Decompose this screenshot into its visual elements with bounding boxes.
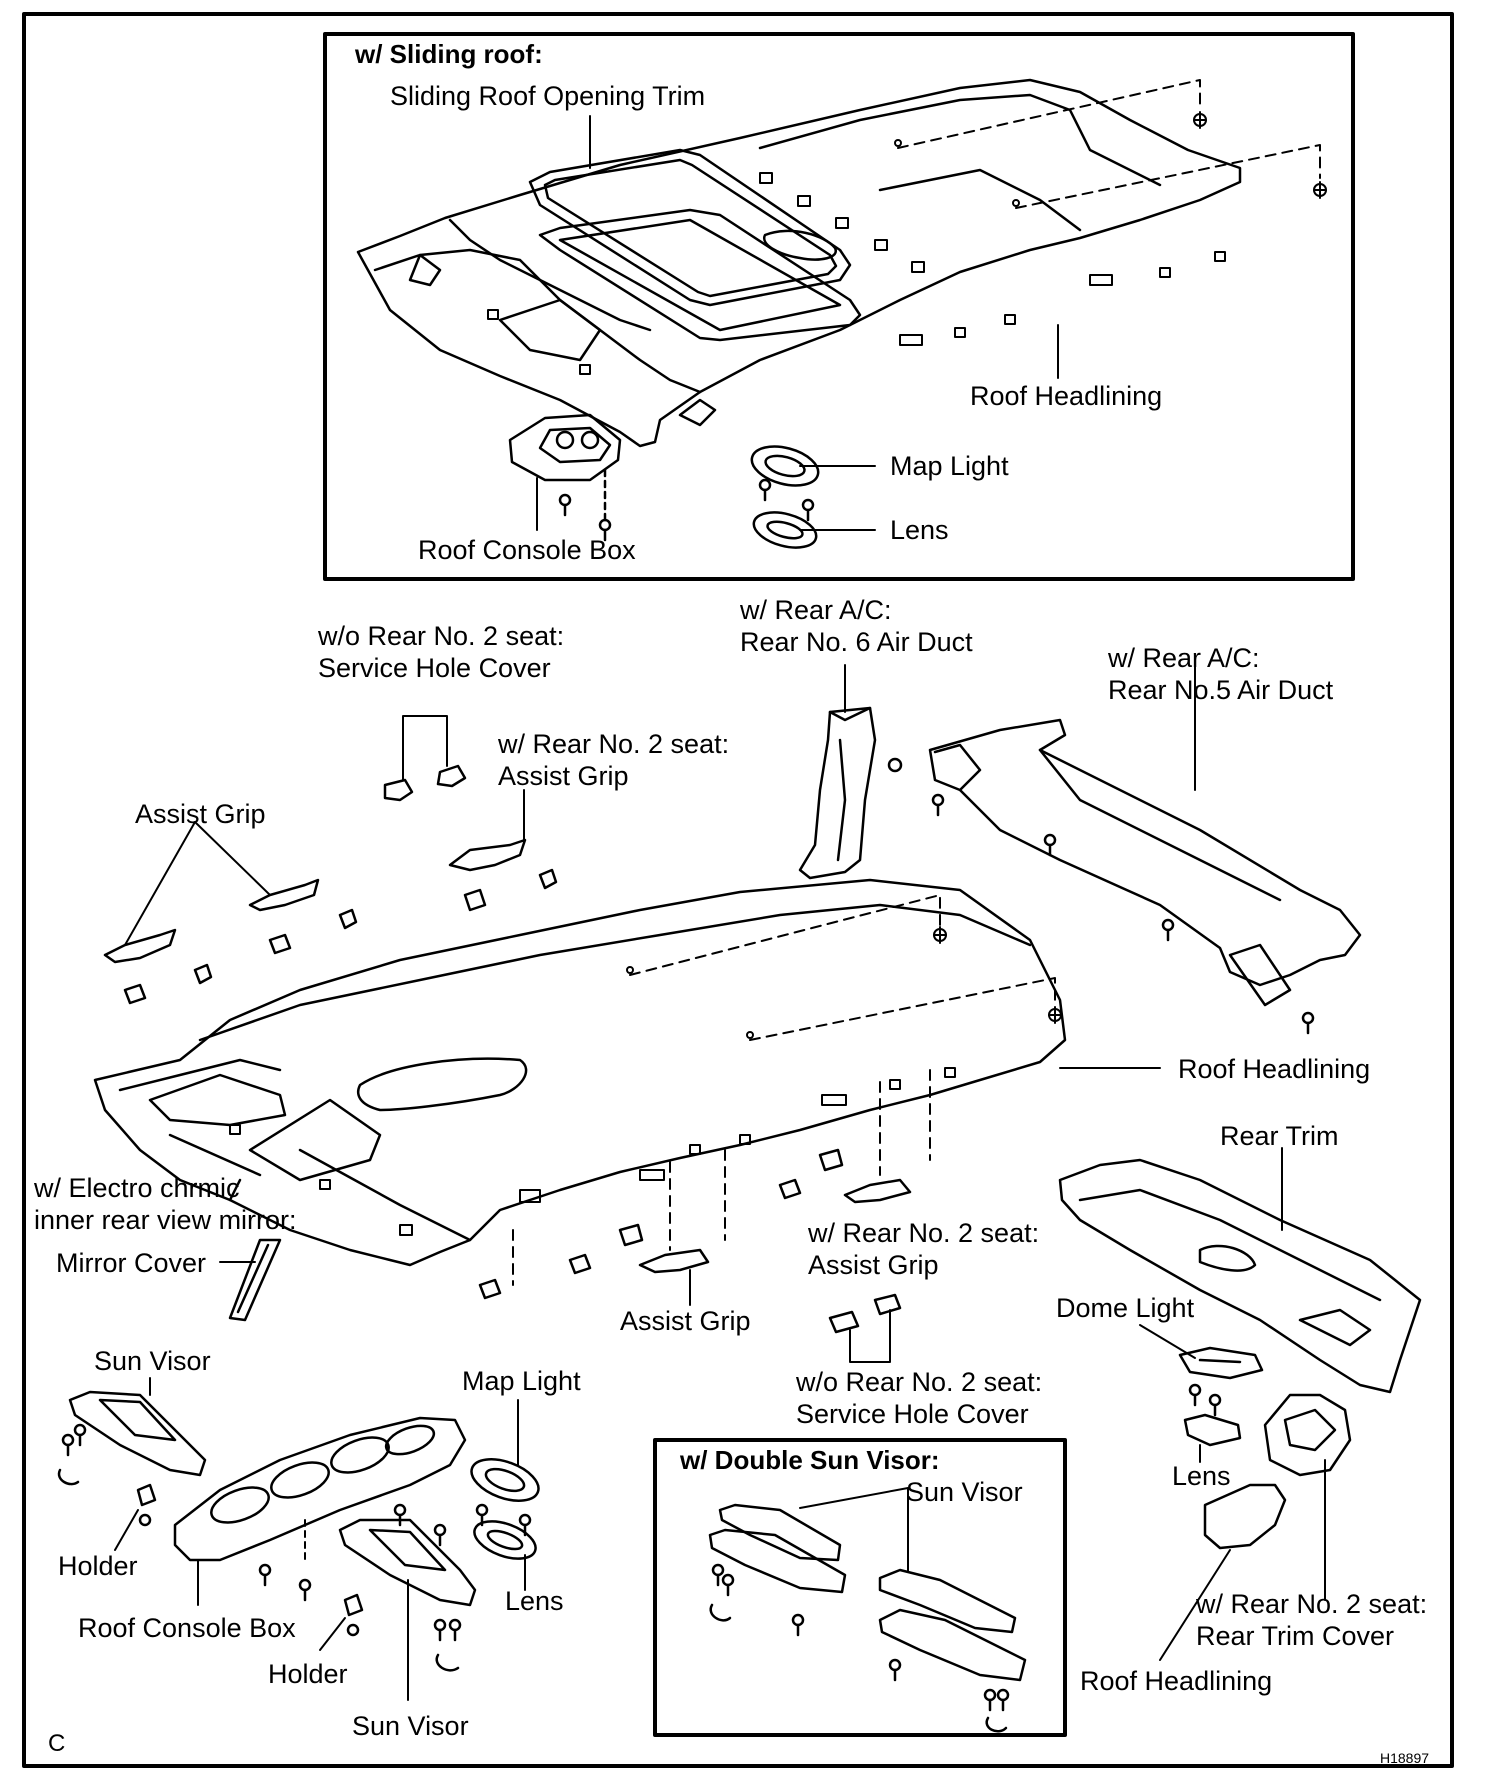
sun-visor-left — [57, 1377, 207, 1486]
service-hole-covers-top — [383, 715, 467, 802]
top-screws — [894, 111, 1327, 207]
label-rear-trim-cover-1: w/ Rear No. 2 seat: — [1196, 1589, 1428, 1619]
assist-grips-left — [103, 821, 358, 1005]
label-assist-grip-rear2-mid-2: Assist Grip — [808, 1250, 939, 1280]
sliding-roof-heading: w/ Sliding roof: — [355, 39, 543, 69]
lens-left — [473, 1520, 537, 1591]
label-sliding-roof-opening-trim: Sliding Roof Opening Trim — [390, 81, 706, 111]
dome-light — [1139, 1324, 1264, 1417]
label-assist-grip-bottom: Assist Grip — [620, 1306, 751, 1336]
assist-grip-rear2-top — [448, 789, 558, 912]
label-double-sun-visor: Sun Visor — [906, 1477, 1023, 1507]
sun-visor-bottom — [338, 1518, 477, 1701]
label-roof-headlining-top: Roof Headlining — [970, 381, 1163, 411]
double-sun-visor-box-frame — [653, 1438, 1067, 1737]
main-screw-guides — [512, 894, 1056, 1286]
label-holder-bottom: Holder — [268, 1659, 348, 1689]
label-air-duct-6-2: Rear No. 6 Air Duct — [740, 627, 973, 657]
rear-no5-air-duct — [928, 659, 1362, 1035]
label-roof-console-box-bottom: Roof Console Box — [78, 1613, 296, 1643]
sliding-roof-opening-trim — [528, 148, 852, 307]
sunroof-handle — [763, 229, 837, 261]
roof-console-box-small — [508, 413, 622, 542]
label-lens-right: Lens — [1172, 1461, 1231, 1491]
label-electro-1: w/ Electro chrmic — [34, 1173, 240, 1203]
label-lens-top: Lens — [890, 515, 949, 545]
label-lens-left: Lens — [505, 1586, 564, 1616]
label-roof-console-box-top: Roof Console Box — [418, 535, 636, 565]
service-hole-covers-bottom — [828, 1293, 902, 1363]
sunroof-hole-inner — [558, 218, 842, 332]
outer-frame — [22, 12, 1454, 1768]
label-assist-grip-rear2-top-2: Assist Grip — [498, 761, 629, 791]
sliding-roof-leaders — [536, 115, 1059, 531]
label-holder-left: Holder — [58, 1551, 138, 1581]
rear-no6-air-duct — [798, 664, 903, 880]
main-clip-holes — [229, 1067, 956, 1236]
double-sun-visors — [708, 1487, 1027, 1733]
sunroof-hole — [538, 208, 862, 342]
sliding-roof-headlining — [356, 78, 1242, 448]
holder-bottom — [319, 1593, 364, 1651]
sliding-roof-screw-guides — [897, 79, 1321, 209]
label-service-hole-cover-top-1: w/o Rear No. 2 seat: — [318, 621, 565, 651]
label-roof-headlining-bottom: Roof Headlining — [1080, 1666, 1273, 1696]
label-dome-light: Dome Light — [1056, 1293, 1195, 1323]
roof-headlining-bottom-piece — [1159, 1483, 1287, 1661]
holder-left — [114, 1483, 157, 1551]
label-air-duct-5-1: w/ Rear A/C: — [1108, 643, 1260, 673]
mirror-cover — [219, 1238, 282, 1322]
main-screws — [626, 926, 1062, 1039]
label-assist-grip-rear2-mid-1: w/ Rear No. 2 seat: — [808, 1218, 1040, 1248]
label-mirror-cover: Mirror Cover — [56, 1248, 207, 1278]
label-service-hole-cover-bot-1: w/o Rear No. 2 seat: — [796, 1367, 1043, 1397]
assist-grip-bottom-middle — [478, 1223, 710, 1306]
label-sun-visor-bottom: Sun Visor — [352, 1711, 469, 1741]
map-light-large — [470, 1399, 540, 1537]
lens-right — [1183, 1413, 1242, 1463]
label-assist-grip-rear2-top-1: w/ Rear No. 2 seat: — [498, 729, 730, 759]
corner-letter: C — [48, 1730, 66, 1757]
lens-small — [752, 511, 818, 549]
assist-grip-rear2-mid — [778, 1148, 912, 1204]
double-sun-visor-heading: w/ Double Sun Visor: — [680, 1445, 940, 1475]
label-sun-visor-left: Sun Visor — [94, 1346, 211, 1376]
map-light-small — [750, 445, 820, 522]
sliding-roof-box-frame — [323, 32, 1355, 581]
roof-console-box-large — [173, 1416, 467, 1606]
headlining-clip-holes — [487, 172, 1226, 375]
label-rear-trim: Rear Trim — [1220, 1121, 1339, 1151]
label-map-light-top: Map Light — [890, 451, 1009, 481]
label-air-duct-5-2: Rear No.5 Air Duct — [1108, 675, 1334, 705]
label-rear-trim-cover-2: Rear Trim Cover — [1196, 1621, 1395, 1651]
label-air-duct-6-1: w/ Rear A/C: — [740, 595, 892, 625]
label-map-light-bottom: Map Light — [462, 1366, 581, 1396]
figure-code: H18897 — [1380, 1750, 1430, 1766]
label-electro-2: inner rear view mirror: — [34, 1205, 297, 1235]
main-roof-headlining — [93, 878, 1067, 1267]
label-roof-headlining-main: Roof Headlining — [1178, 1054, 1371, 1084]
label-assist-grip-left: Assist Grip — [135, 799, 266, 829]
label-service-hole-cover-bot-2: Service Hole Cover — [796, 1399, 1029, 1429]
rear-trim — [1058, 1147, 1422, 1394]
rear-trim-cover — [1263, 1393, 1352, 1601]
label-service-hole-cover-top-2: Service Hole Cover — [318, 653, 551, 683]
